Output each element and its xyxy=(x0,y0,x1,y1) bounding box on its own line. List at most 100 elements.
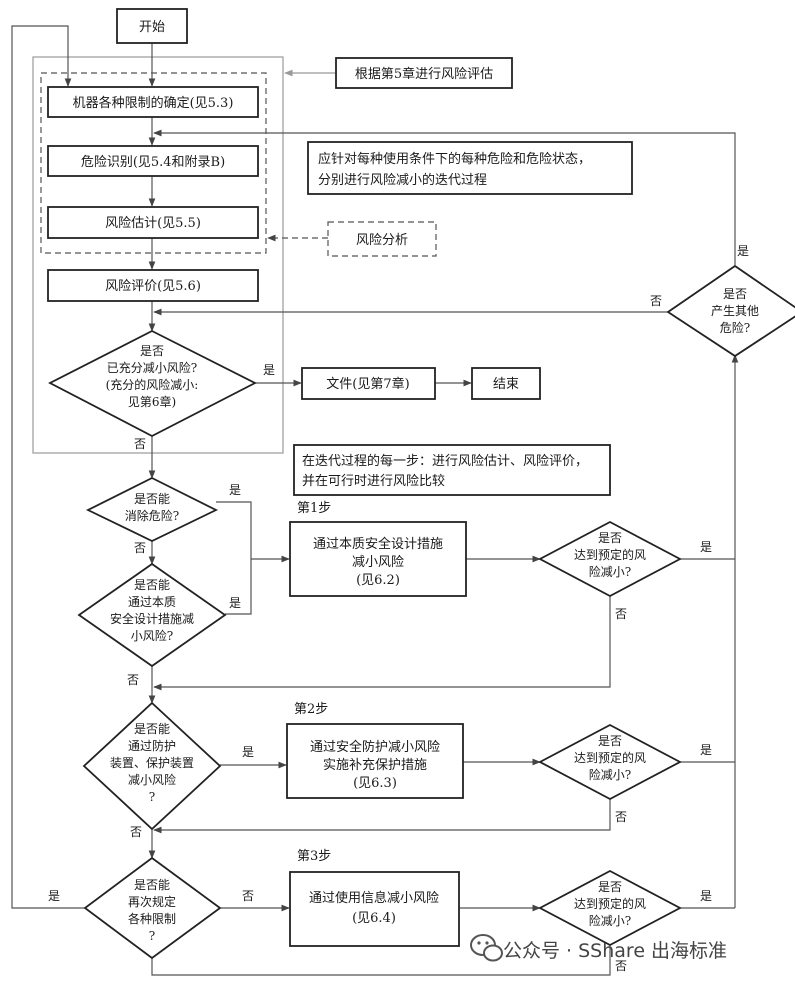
risk-est-box xyxy=(47,206,259,239)
step3-label: 第3步 xyxy=(297,849,331,864)
label-yes-reached3: 是 xyxy=(700,889,712,903)
label-yes-guard: 是 xyxy=(242,745,254,759)
step2-line-2: 实施补充保护措施 xyxy=(323,757,427,773)
decision-inherent-line-1: 是否能 xyxy=(134,578,170,592)
limits-label: 机器各种限制的确定(见5.3) xyxy=(73,95,234,111)
end-box xyxy=(471,367,541,400)
connectors xyxy=(11,25,739,976)
label-yes-inherent: 是 xyxy=(229,596,241,610)
decision-adequate-line-3: (充分的风险减小: xyxy=(106,377,199,392)
doc-box xyxy=(301,367,436,400)
step1-line-2: 减小风险 xyxy=(352,555,404,570)
doc-label: 文件(见第7章) xyxy=(326,376,409,392)
watermark: 公众号 · SShare 出海标准 xyxy=(470,934,727,962)
step2-line-3: (见6.3) xyxy=(353,776,397,791)
decision-other-hazards xyxy=(666,264,795,358)
decision-reached-2-line-2: 达到预定的风 xyxy=(574,750,646,765)
decision-reached-2-line-3: 险减小? xyxy=(589,767,631,782)
decision-limits-line-2: 再次规定 xyxy=(128,894,176,909)
limits-box xyxy=(47,86,259,118)
decision-guard-line-4: 减小风险 xyxy=(128,772,176,787)
decision-inherent xyxy=(77,562,227,668)
note-step-box xyxy=(293,444,611,496)
step3-line-2: (见6.4) xyxy=(352,911,396,926)
decision-eliminate-line-1: 是否能 xyxy=(134,492,170,506)
note-eval-label: 根据第5章进行风险评估 xyxy=(355,66,493,82)
start-box xyxy=(116,8,188,44)
label-no-other: 否 xyxy=(650,294,662,308)
decision-reached-3-line-1: 是否 xyxy=(598,880,622,894)
decision-guard xyxy=(82,701,222,831)
label-yes-adequate: 是 xyxy=(263,363,275,377)
label-no-limits: 否 xyxy=(242,889,254,903)
label-yes-limits: 是 xyxy=(48,889,60,903)
decision-eliminate-line-2: 消除危险? xyxy=(125,508,179,523)
note-iter-box xyxy=(307,141,633,195)
hazard-id-box xyxy=(47,145,259,177)
decision-reached-1-line-1: 是否 xyxy=(598,531,622,545)
step3-line-1: 通过使用信息减小风险 xyxy=(309,890,439,906)
decision-limits-line-3: 各种限制 xyxy=(128,911,176,926)
risk-est-label: 风险估计(见5.5) xyxy=(105,216,201,231)
step1-box xyxy=(289,521,467,597)
label-yes-reached1: 是 xyxy=(700,540,712,554)
decision-limits-line-4: ? xyxy=(149,929,155,943)
step2-box xyxy=(286,723,464,799)
risk-assessment-frame xyxy=(32,56,284,454)
step1-line-3: (见6.2) xyxy=(356,573,400,588)
decision-limits-line-1: 是否能 xyxy=(134,878,170,892)
note-eval-box xyxy=(335,57,513,89)
label-no-adequate: 否 xyxy=(134,437,146,451)
label-no-reached1: 否 xyxy=(615,607,627,621)
decision-inherent-line-3: 安全设计措施减 xyxy=(110,611,194,626)
decision-limits xyxy=(83,856,222,960)
end-label: 结束 xyxy=(493,377,519,392)
note-iter-line-2: 分别进行风险减小的迭代过程 xyxy=(318,172,487,188)
start-label: 开始 xyxy=(139,20,165,35)
step1-line-1: 通过本质安全设计措施 xyxy=(313,536,443,552)
hazard-id-label: 危险识别(见5.4和附录B) xyxy=(81,155,225,170)
decision-reached-1-line-2: 达到预定的风 xyxy=(574,547,646,562)
decision-guard-line-2: 通过防护 xyxy=(128,738,176,753)
label-no-inherent: 否 xyxy=(127,673,139,687)
decision-adequate xyxy=(48,329,257,438)
step1-label: 第1步 xyxy=(297,501,331,516)
label-no-reached2: 否 xyxy=(615,810,627,824)
decision-guard-line-5: ? xyxy=(149,790,155,804)
decision-reached-1 xyxy=(538,520,682,598)
decision-other-line-2: 产生其他 xyxy=(711,304,759,318)
decision-guard-line-1: 是否能 xyxy=(134,722,170,736)
watermark-text: 公众号 · SShare 出海标准 xyxy=(503,940,727,962)
step3-box xyxy=(289,871,460,947)
label-yes-eliminate: 是 xyxy=(229,483,241,497)
decision-guard-line-3: 装置、保护装置 xyxy=(110,756,194,770)
decision-other-line-3: 危险? xyxy=(720,320,750,335)
decision-adequate-line-4: 见第6章) xyxy=(128,394,176,409)
risk-analysis-box xyxy=(327,221,437,257)
label-no-eliminate: 否 xyxy=(134,541,146,555)
label-yes-other: 是 xyxy=(737,244,749,258)
risk-eval-label: 风险评价(见5.6) xyxy=(105,279,201,294)
decision-adequate-line-1: 是否 xyxy=(140,344,164,358)
risk-eval-box xyxy=(47,269,259,302)
decision-reached-2-line-1: 是否 xyxy=(598,734,622,748)
risk-analysis-frame xyxy=(40,72,267,254)
branch-labels: 是 否 是 否 是 否 是 否 是 否 是 否 是 否 是 否 是 否 xyxy=(48,244,749,973)
decision-reached-2 xyxy=(538,723,682,801)
decision-reached-3 xyxy=(538,869,682,947)
decision-inherent-line-2: 通过本质 xyxy=(128,595,176,609)
step2-line-1: 通过安全防护减小风险 xyxy=(310,739,440,755)
decision-eliminate xyxy=(85,476,219,543)
risk-analysis-label: 风险分析 xyxy=(356,233,408,248)
decision-reached-3-line-3: 险减小? xyxy=(589,913,631,928)
note-iter-line-1: 应针对每种使用条件下的每种危险和危险状态， xyxy=(318,151,591,167)
wechat-icon xyxy=(470,934,503,962)
label-no-guard: 否 xyxy=(130,825,142,839)
decision-reached-1-line-3: 险减小? xyxy=(589,564,631,579)
step2-label: 第2步 xyxy=(294,702,328,717)
note-step-line-1: 在迭代过程的每一步：进行风险估计、风险评价， xyxy=(302,453,588,469)
decision-inherent-line-4: 小风险? xyxy=(131,628,173,643)
note-step-line-2: 并在可行时进行风险比较 xyxy=(302,474,445,489)
decision-adequate-line-2: 已充分减小风险? xyxy=(107,360,197,375)
